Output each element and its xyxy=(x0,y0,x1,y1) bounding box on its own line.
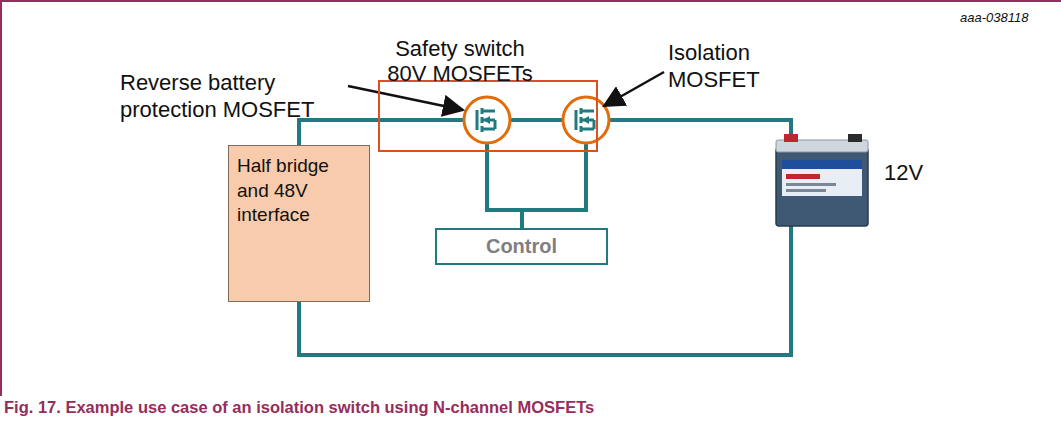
wire-connector xyxy=(299,120,378,145)
control-box: Control xyxy=(435,228,608,265)
leader-arrow xyxy=(348,86,463,110)
callout-label: Isolation MOSFET xyxy=(668,40,778,94)
group-heading: Safety switch xyxy=(370,36,550,62)
figure-caption: Fig. 17. Example use case of an isolatio… xyxy=(4,398,594,417)
callout-label: Reverse battery protection MOSFET xyxy=(120,70,320,124)
voltage-label: 12V xyxy=(884,160,923,186)
wire xyxy=(299,120,791,355)
box-text: Control xyxy=(486,235,557,258)
wire-connector xyxy=(487,152,586,228)
frame-line xyxy=(0,0,2,396)
battery-illustration xyxy=(776,134,868,226)
box-text: Half bridge and 48V interface xyxy=(237,154,361,228)
interface-box: Half bridge and 48V interface xyxy=(228,145,370,302)
group-heading: 80V MOSFETs xyxy=(370,61,550,87)
frame-line xyxy=(0,0,1061,2)
figure-id: aaa-038118 xyxy=(960,10,1028,25)
leader-arrow xyxy=(604,72,664,106)
mosfet-symbol xyxy=(464,97,510,143)
mosfet-symbol xyxy=(563,97,609,143)
switch-group-box: Safety switch80V MOSFETs xyxy=(378,80,598,152)
